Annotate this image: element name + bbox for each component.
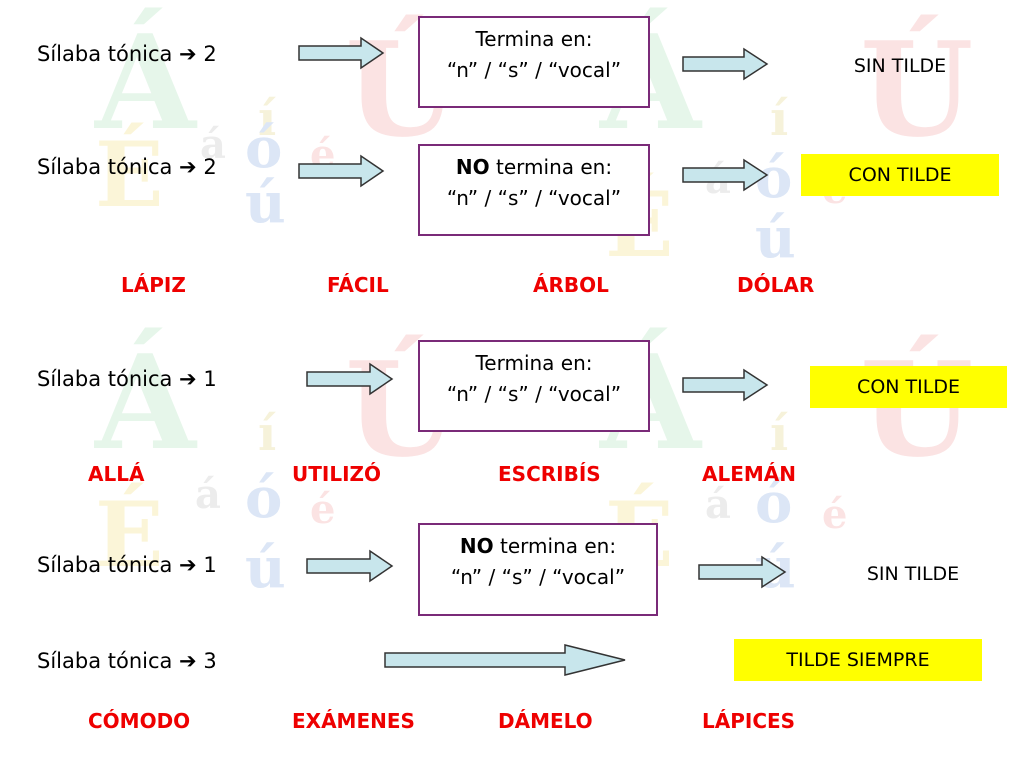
bg-letter: í: [770, 91, 789, 147]
arrow-icon: [682, 47, 769, 81]
result-badge: TILDE SIEMPRE: [734, 639, 982, 681]
bg-letter: Á: [95, 326, 196, 479]
result-label: SIN TILDE: [853, 55, 947, 77]
bg-letter: Ú: [860, 13, 974, 166]
condition-text: termina en:: [493, 534, 617, 558]
arrow-icon: [384, 644, 626, 676]
bg-letter: É: [95, 482, 164, 588]
condition-line: NO termina en:: [420, 531, 656, 562]
condition-endings: “n” / “s” / “vocal”: [446, 186, 622, 210]
bg-letter: ú: [245, 170, 286, 236]
arrow-icon: [306, 549, 394, 583]
arrow-icon: [698, 555, 787, 589]
syllable-label: Sílaba tónica ➔ 1: [37, 553, 217, 577]
bg-letter: á: [705, 481, 731, 528]
condition-box: Termina en: “n” / “s” / “vocal”: [418, 340, 650, 432]
arrow-icon: [298, 154, 385, 188]
condition-endings: “n” / “s” / “vocal”: [450, 565, 626, 589]
example-word: UTILIZÓ: [292, 462, 382, 486]
bg-letter: ó: [245, 465, 283, 531]
example-word: LÁPIZ: [121, 273, 186, 297]
result-label: SIN TILDE: [866, 563, 960, 585]
syllable-label: Sílaba tónica ➔ 2: [37, 42, 217, 66]
arrow-icon: [306, 362, 394, 396]
bg-letter: í: [258, 406, 277, 462]
condition-endings: “n” / “s” / “vocal”: [446, 382, 622, 406]
result-badge: CON TILDE: [810, 366, 1007, 408]
condition-box: NO termina en: “n” / “s” / “vocal”: [418, 144, 650, 236]
example-word: CÓMODO: [88, 709, 191, 733]
example-word: ESCRIBÍS: [498, 462, 601, 486]
condition-negation: NO: [455, 155, 490, 179]
condition-box: NO termina en: “n” / “s” / “vocal”: [418, 523, 658, 616]
bg-letter: ú: [755, 205, 796, 271]
bg-letter: é: [822, 491, 848, 538]
bg-letter: ú: [245, 535, 286, 601]
syllable-label: Sílaba tónica ➔ 3: [37, 649, 217, 673]
bg-letter: á: [195, 471, 221, 518]
example-word: ÁRBOL: [533, 273, 609, 297]
syllable-label: Sílaba tónica ➔ 1: [37, 367, 217, 391]
bg-letter: Á: [95, 6, 196, 159]
bg-letter: é: [310, 486, 336, 533]
condition-line: NO termina en:: [420, 152, 648, 183]
bg-letter: É: [95, 122, 164, 228]
arrow-icon: [682, 368, 769, 402]
example-word: EXÁMENES: [292, 709, 415, 733]
example-word: ALEMÁN: [702, 462, 797, 486]
example-word: DÓLAR: [737, 273, 815, 297]
bg-letter: ó: [755, 470, 793, 536]
bg-letter: á: [200, 121, 226, 168]
bg-letter: í: [258, 91, 277, 147]
condition-negation: NO: [459, 534, 494, 558]
condition-line: Termina en:: [420, 24, 648, 55]
condition-text: Termina en:: [475, 27, 593, 51]
result-badge: CON TILDE: [801, 154, 999, 196]
example-word: LÁPICES: [702, 709, 796, 733]
condition-text: Termina en:: [475, 351, 593, 375]
example-word: DÁMELO: [498, 709, 593, 733]
condition-box: Termina en: “n” / “s” / “vocal”: [418, 16, 650, 108]
condition-line: Termina en:: [420, 348, 648, 379]
bg-letter: í: [770, 406, 789, 462]
arrow-icon: [298, 36, 385, 70]
condition-endings: “n” / “s” / “vocal”: [446, 58, 622, 82]
example-word: FÁCIL: [327, 273, 389, 297]
arrow-icon: [682, 158, 769, 192]
syllable-label: Sílaba tónica ➔ 2: [37, 155, 217, 179]
bg-letter: ó: [245, 115, 283, 181]
example-word: ALLÁ: [88, 462, 145, 486]
condition-text: termina en:: [489, 155, 613, 179]
